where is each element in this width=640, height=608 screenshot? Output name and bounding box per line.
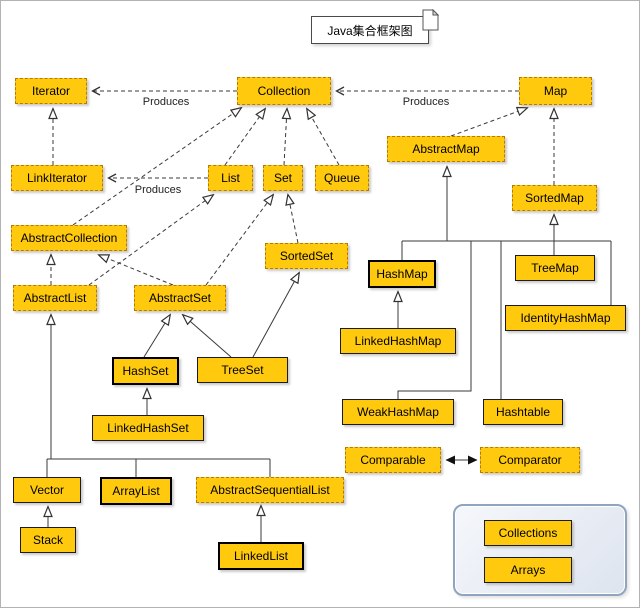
node-abstract-list: AbstractList [13,285,97,311]
node-identity-hash-map: IdentityHashMap [505,305,626,331]
document-icon [422,9,439,31]
node-weak-hash-map: WeakHashMap [342,399,454,425]
node-abstract-collection: AbstractCollection [11,225,127,251]
node-abstract-map: AbstractMap [387,136,505,162]
node-list: List [208,165,253,191]
produces-label: Produces [142,96,190,108]
node-hash-map: HashMap [368,260,436,288]
node-comparator: Comparator [480,447,580,473]
node-hash-set: HashSet [112,357,179,385]
node-queue: Queue [315,165,369,191]
node-hashtable: Hashtable [483,399,563,425]
node-collections: Collections [484,520,572,546]
node-linked-list: LinkedList [218,542,304,570]
node-abstract-set: AbstractSet [134,285,226,311]
produces-label: Produces [134,184,182,196]
node-sorted-set: SortedSet [265,243,348,269]
node-linked-hash-map: LinkedHashMap [340,328,456,354]
node-comparable: Comparable [345,447,441,473]
node-arrays: Arrays [484,557,572,583]
node-array-list: ArrayList [100,477,172,505]
diagram-title: Java集合框架图 [311,16,429,44]
node-set: Set [263,165,303,191]
node-sorted-map: SortedMap [512,185,597,211]
node-tree-set: TreeSet [197,357,288,383]
node-vector: Vector [13,477,81,503]
node-map: Map [519,77,592,105]
node-stack: Stack [20,527,76,553]
node-tree-map: TreeMap [515,255,595,281]
node-abstract-sequential-list: AbstractSequentialList [196,477,344,503]
produces-label: Produces [402,96,450,108]
node-collection: Collection [237,77,331,105]
node-linked-hash-set: LinkedHashSet [92,415,204,441]
node-iterator: Iterator [15,78,87,104]
node-link-iterator: LinkIterator [11,165,103,191]
